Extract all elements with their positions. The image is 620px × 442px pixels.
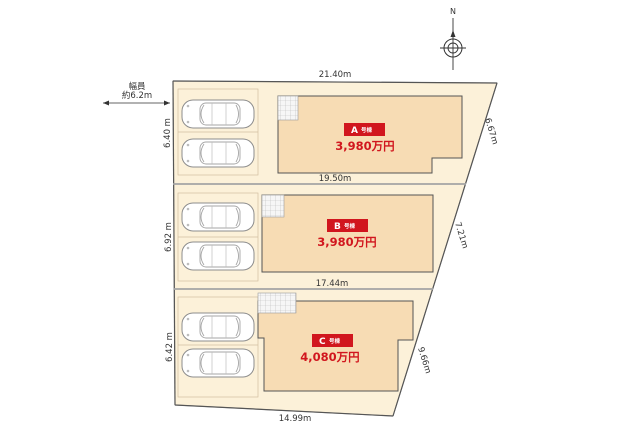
lot-c-price: 4,080万円 [300, 350, 359, 364]
lot-c-suffix: 号棟 [329, 337, 341, 345]
dim-width-ab: 19.50m [319, 174, 352, 184]
compass-north-label: N [450, 7, 456, 16]
parking-car-c1 [181, 312, 255, 342]
lot-a-letter: A [351, 126, 358, 136]
dim-left-b: 6.92 m [164, 222, 174, 252]
lot-c-badge [312, 334, 353, 347]
lot-b-suffix: 号棟 [344, 222, 356, 230]
lot-a-suffix: 号棟 [361, 126, 373, 134]
parking-car-b2 [181, 241, 255, 271]
entrance-c [257, 292, 297, 314]
dim-width-bc: 17.44m [316, 279, 349, 289]
dim-right-a: 6.67m [482, 117, 500, 146]
dim-left-a: 6.40 m [163, 118, 173, 148]
lot-b-price: 3,980万円 [317, 235, 376, 249]
dim-right-c: 9.66m [415, 346, 433, 375]
dim-right-b: 7.21m [452, 221, 470, 250]
north-arrow-icon [450, 30, 456, 37]
entrance-b [261, 194, 285, 218]
compass: N [440, 7, 466, 70]
dim-left-c: 6.42 m [165, 332, 175, 362]
dim-bottom-width: 14.99m [279, 414, 312, 424]
parking-car-b1 [181, 202, 255, 232]
lot-b-badge [327, 219, 368, 232]
lot-a-badge [344, 123, 385, 136]
parking-car-c2 [181, 348, 255, 378]
parking-car-a1 [181, 99, 255, 129]
entrance-a [277, 95, 299, 121]
lot-b-label: B 号棟 3,980万円 [317, 219, 377, 249]
road-width: 幅員 約6.2m [103, 81, 170, 106]
parking-guides [177, 88, 259, 398]
lot-a-price: 3,980万円 [335, 139, 394, 153]
arrow-left-icon [103, 100, 109, 106]
lot-c-label: C 号棟 4,080万円 [300, 334, 360, 364]
lot-b-letter: B [334, 222, 341, 232]
lot-c-letter: C [319, 337, 326, 347]
road-width-label: 幅員 [128, 81, 146, 92]
dim-top-width: 21.40m [319, 70, 352, 80]
arrow-right-icon [164, 100, 170, 106]
parking-car-a2 [181, 138, 255, 168]
building-b [261, 194, 434, 273]
lot-a-label: A 号棟 3,980万円 [335, 123, 395, 153]
road-width-value: 約6.2m [122, 90, 152, 101]
